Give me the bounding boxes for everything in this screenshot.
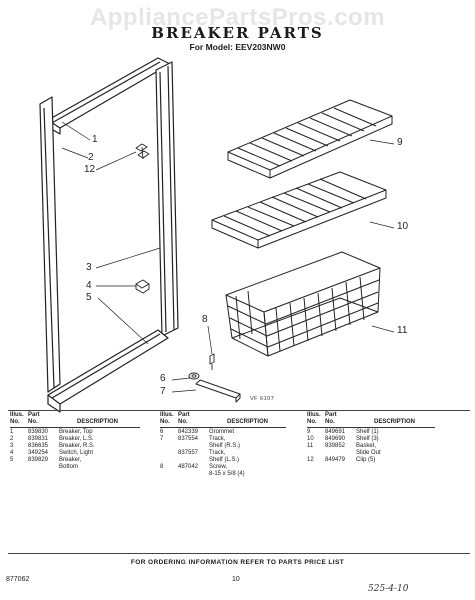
clip-part — [135, 143, 150, 160]
callout-10: 10 — [397, 221, 409, 232]
screw-8 — [209, 353, 215, 370]
table-row: Slide Out — [356, 450, 381, 456]
callout-2: 2 — [88, 152, 94, 163]
model-subtitle: For Model: EEV203NW0 — [189, 42, 286, 52]
handwritten-note: 525-4-10 — [368, 584, 409, 594]
bottom-breaker — [47, 329, 169, 413]
watermark-text: AppliancePartsPros.com — [89, 4, 386, 31]
hdr-part: Part — [28, 412, 40, 418]
callout-9: 9 — [397, 137, 403, 148]
callout-5: 5 — [86, 292, 92, 303]
page-title: BREAKER PARTS — [151, 24, 324, 42]
callout-3: 3 — [86, 262, 92, 273]
table-row: Bottom — [59, 464, 79, 470]
table-rule-top — [8, 410, 470, 411]
basket-11 — [225, 251, 381, 357]
doc-code: 877062 — [6, 576, 30, 583]
track-7 — [195, 379, 241, 403]
top-breaker — [47, 57, 171, 135]
grommet-6 — [188, 372, 200, 380]
callout-6: 6 — [160, 373, 166, 384]
page-number: 10 — [232, 576, 240, 583]
callout-8: 8 — [202, 314, 208, 325]
left-breaker — [39, 96, 61, 393]
right-breaker — [155, 61, 179, 337]
callout-12: 12 — [84, 164, 96, 175]
callout-1: 1 — [92, 134, 98, 145]
hdr-desc: DESCRIPTION — [77, 419, 119, 425]
table-row: Shelf (L.S.) — [209, 457, 240, 463]
shelf-9 — [227, 99, 393, 179]
hdr-illus: Illus. — [10, 412, 24, 418]
hdr-no2: No. — [28, 419, 38, 425]
callout-7: 7 — [160, 386, 166, 397]
callout-11: 11 — [397, 325, 408, 336]
shelf-10 — [211, 171, 387, 249]
callout-4: 4 — [86, 280, 92, 291]
table-row: Shelf (R.S.) — [209, 443, 241, 449]
parts-diagram — [39, 57, 395, 413]
hdr-no: No. — [10, 419, 20, 425]
table-row: 8-15 x 5/8 (4) — [209, 471, 245, 477]
table-rule-bottom — [8, 553, 470, 554]
switch-part — [135, 279, 150, 294]
diagram-ref-note: VF 6107 — [250, 396, 275, 402]
ordering-note: FOR ORDERING INFORMATION REFER TO PARTS … — [130, 559, 345, 566]
